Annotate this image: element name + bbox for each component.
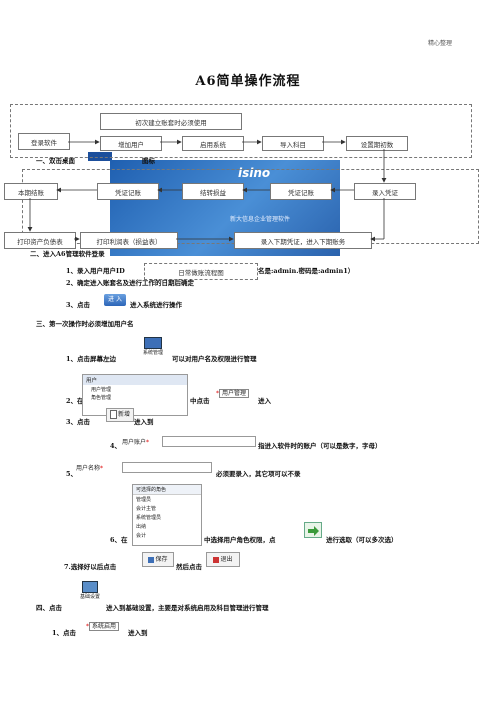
banner-text: 新大信息企业管理软件 (230, 216, 291, 223)
s2-item3-b: 进入系统进行操作 (130, 301, 182, 309)
s2-item3-a: 3、点击 (66, 301, 91, 309)
s3-item5-b: 必须要录入，其它项可以不录 (216, 470, 301, 478)
flow-step-login: 登录软件 (18, 133, 70, 150)
flow-step-enable-system: 启用系统 (182, 136, 244, 151)
role-item[interactable]: 会计 (136, 533, 147, 539)
arrow-right-icon (308, 526, 319, 536)
user-tree-panel: 用户 用户管理 角色管理 (82, 374, 188, 416)
tree-item-user-mgmt[interactable]: 用户管理 (91, 387, 112, 393)
user-management-link[interactable]: *用户管理 (216, 388, 250, 398)
flow-step-add-user: 增加用户 (100, 136, 162, 151)
s3-item6-a: 6、在 (110, 536, 128, 544)
daily-flow-label: 日常做账流程图 (144, 263, 258, 280)
exit-button[interactable]: 退出 (206, 552, 240, 567)
enter-button[interactable]: 进 入 (104, 294, 126, 306)
name-label: 用户名称* (76, 465, 104, 472)
role-item[interactable]: 系统管理员 (136, 515, 162, 521)
first-setup-label: 初次建立账套时必须使用 (100, 113, 242, 130)
new-button[interactable]: 新增 (106, 408, 134, 422)
flow-step-import-subjects: 导入科目 (262, 136, 324, 151)
role-item[interactable]: 会计主管 (136, 506, 157, 512)
s3-item2-c: 进入 (258, 397, 271, 405)
first-setup-group (10, 104, 472, 158)
s3-heading: 三、第一次操作时必须增加用户名 (36, 320, 134, 328)
roles-list: 可选择的角色 管理员 会计主管 系统管理员 出纳 会计 (132, 484, 202, 546)
s3-item2-b: 中点击 (190, 397, 210, 405)
s2-item1-a: 1、录入用户用户ID (66, 267, 125, 275)
s2-item1-b: 名是:admin.密码是:admin1） (258, 267, 355, 275)
basic-settings-icon[interactable]: 基础设置 (76, 581, 104, 603)
role-item[interactable]: 出纳 (136, 524, 147, 530)
s3-item6-c: 进行选取（可以多次选） (326, 536, 398, 544)
s2-heading: 二、进入A6管理软件登录 (30, 250, 105, 258)
save-icon (148, 556, 155, 563)
role-item[interactable]: 管理员 (136, 497, 152, 503)
s3-item3-b: 进入到 (134, 418, 154, 426)
exit-icon (213, 556, 220, 563)
save-button[interactable]: 保存 (142, 552, 174, 567)
s3-item6-b: 中选择用户角色权限，点 (204, 536, 276, 544)
new-icon (109, 410, 117, 419)
s3-item4-a: 4、 (110, 442, 122, 450)
s1-prefix: 一、双击桌面 (36, 157, 75, 165)
flow-step-print-income: 打印利润表（损益表） (80, 232, 178, 249)
s3-item1-a: 1、点击屏幕左边 (66, 355, 117, 363)
desktop-icon (88, 152, 112, 161)
s3-item1-b: 可以对用户名及权限进行管理 (172, 355, 257, 363)
s4-item1-b: 进入到 (128, 629, 148, 637)
s3-item4-b: 指进入软件时的账户（可以是数字，字母） (258, 442, 382, 450)
s4-item1-a: 1、点击 (52, 629, 77, 637)
header-note: 精心整理 (428, 40, 453, 47)
account-label: 用户账户* (122, 439, 150, 446)
s3-item2-a: 2、在 (66, 397, 84, 405)
s3-item7-b: 然后点击 (176, 563, 202, 571)
flow-step-set-opening: 设置期初数 (346, 136, 408, 151)
flow-step-enter-voucher: 录入凭证 (354, 183, 416, 200)
name-field[interactable] (122, 462, 212, 473)
tree-item-role-mgmt[interactable]: 角色管理 (91, 395, 112, 401)
s4-heading-a: 四、点击 (36, 604, 62, 612)
system-enable-link[interactable]: *系统启用 (86, 621, 120, 631)
s2-item2: 2、确定进入账套名及进行工作的日期后确定 (66, 279, 195, 287)
s3-item5-a: 5、 (66, 470, 78, 478)
s4-heading-b: 进入到基础设置，主要是对系统启用及科目管理进行管理 (106, 604, 269, 612)
account-field[interactable] (162, 436, 256, 447)
flow-step-print-balance: 打印资产负债表 (4, 232, 76, 249)
s1-suffix: 图标 (142, 157, 155, 165)
s3-item7-a: 7.选择好以后点击 (64, 563, 117, 571)
s3-item3-a: 3、点击 (66, 418, 91, 426)
system-management-icon[interactable]: 系统管理 (138, 337, 168, 359)
select-arrow-button[interactable] (304, 522, 322, 538)
roles-header: 可选择的角色 (133, 485, 201, 495)
tree-root: 用户 (83, 375, 187, 385)
page-title: A6简单操作流程 (195, 74, 301, 89)
